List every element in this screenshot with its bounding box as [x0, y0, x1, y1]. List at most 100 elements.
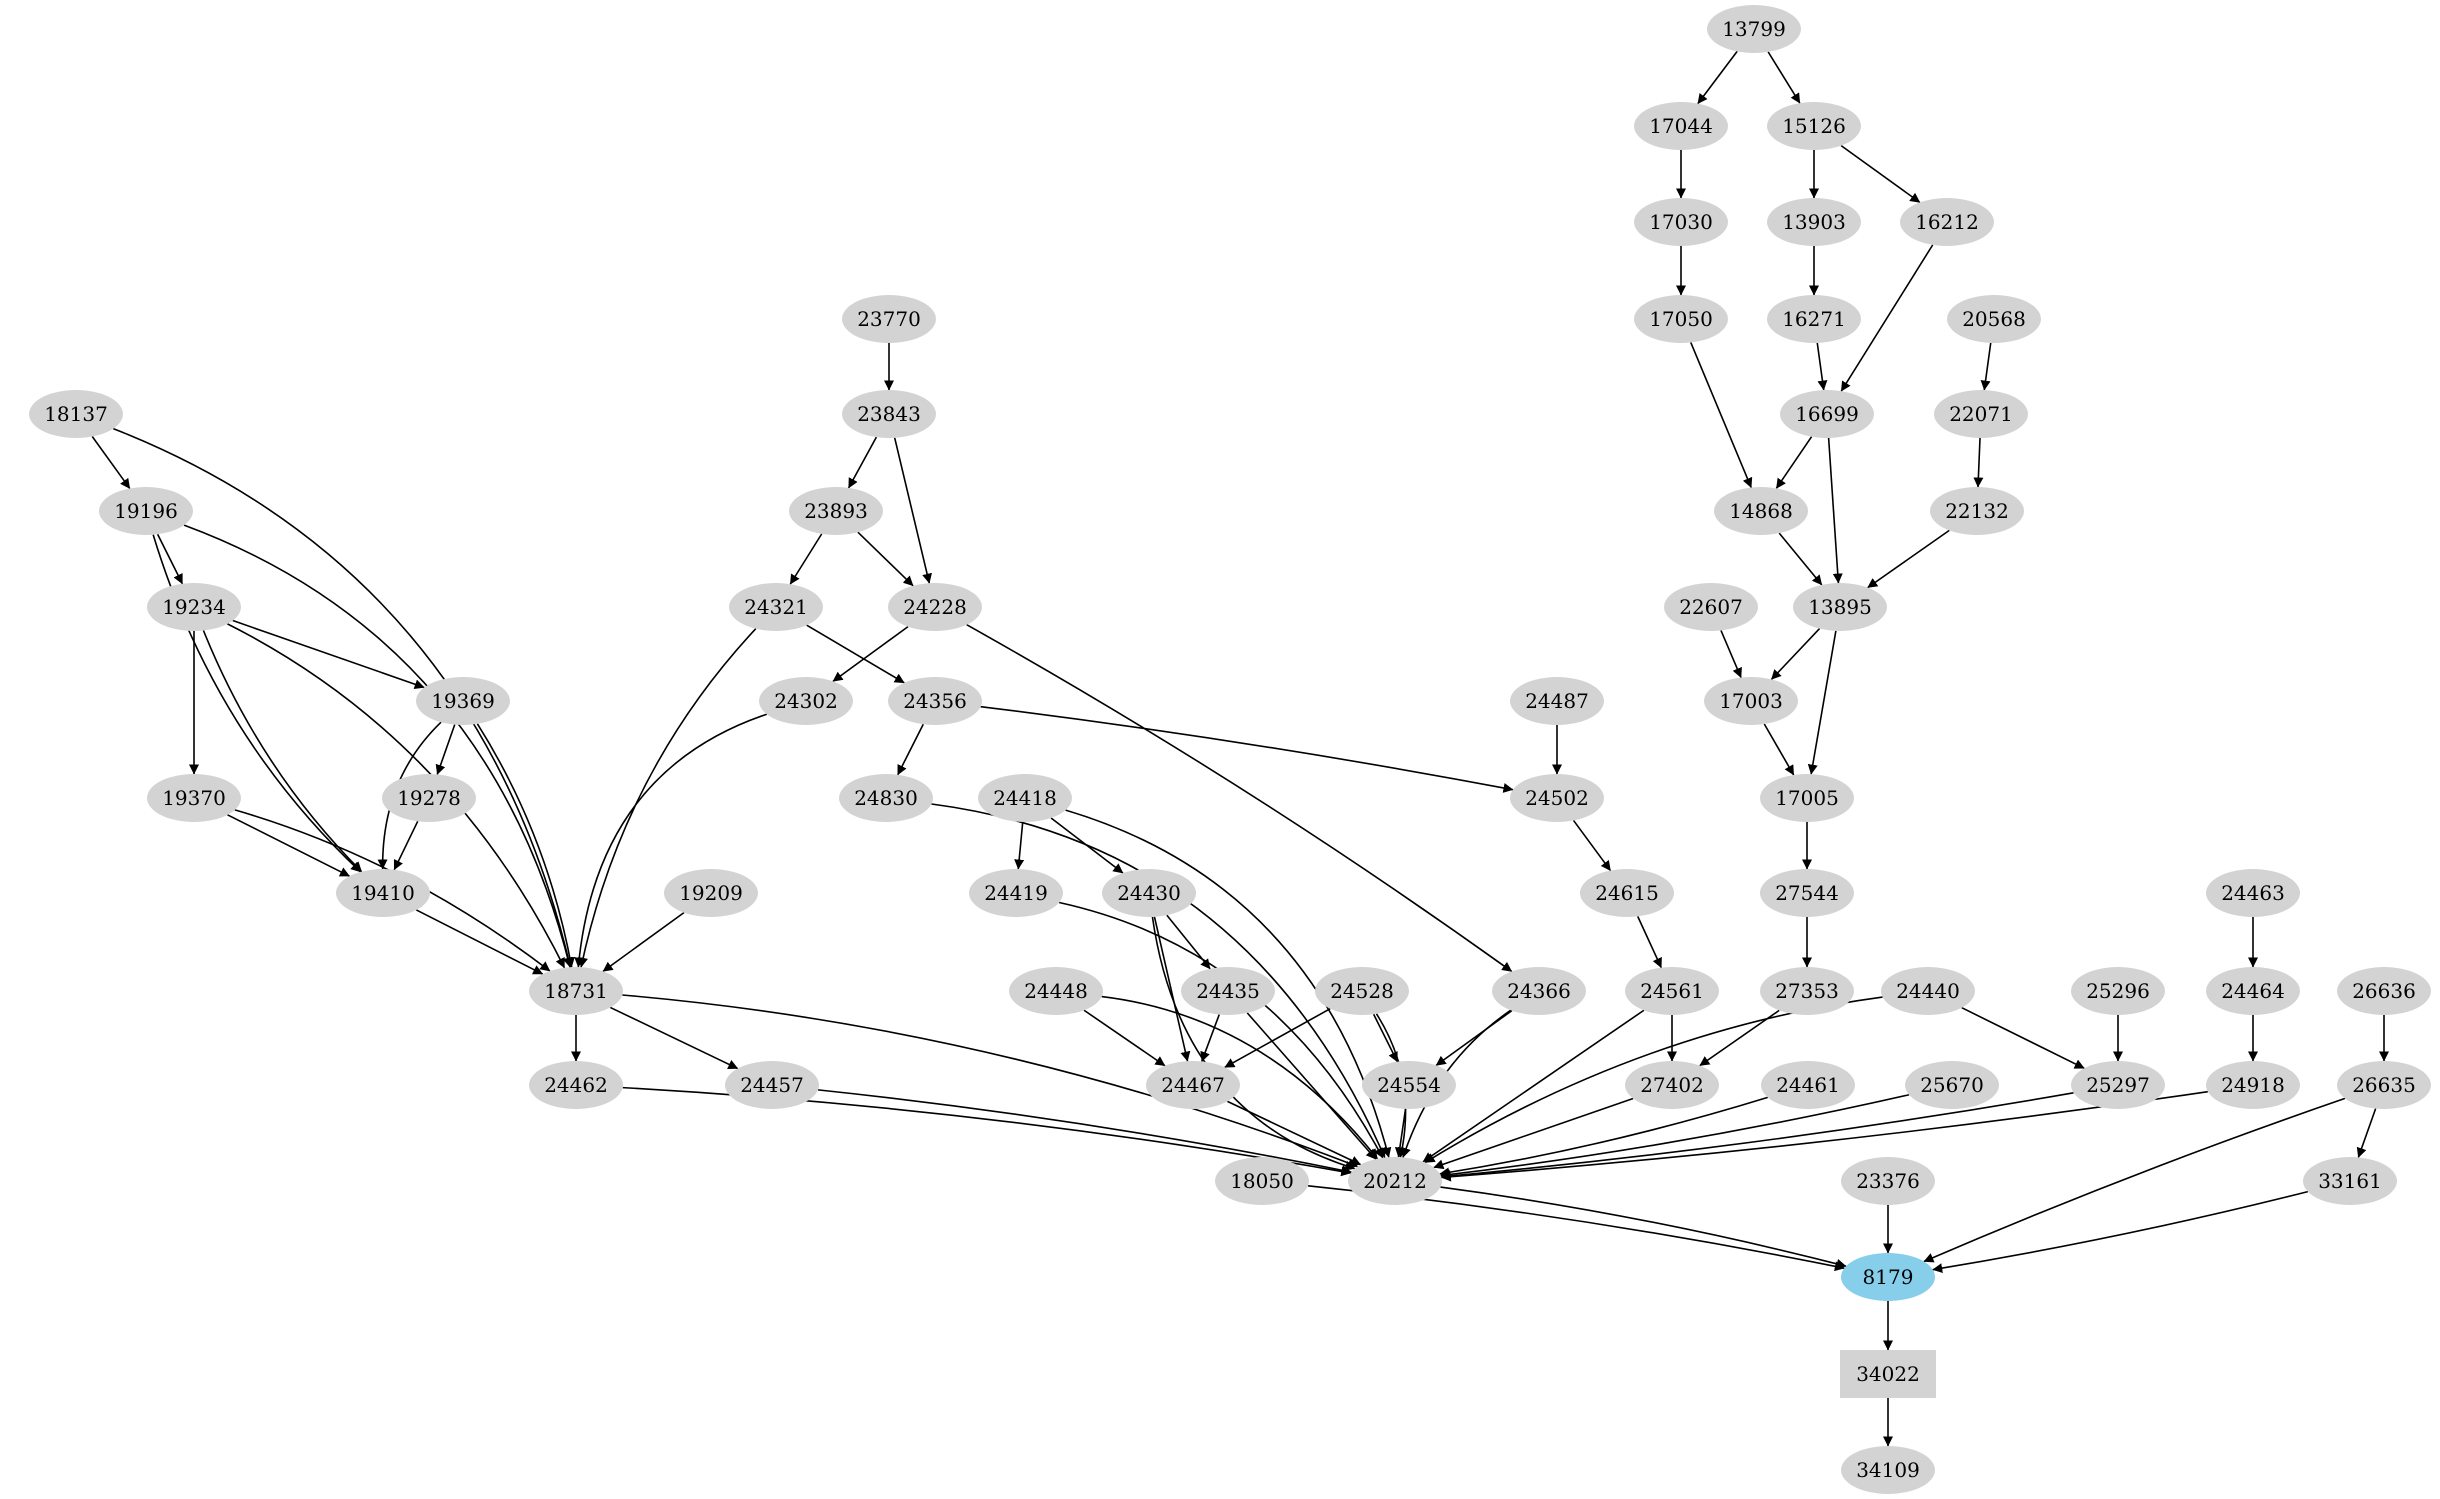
graph-node-15126[interactable]: 15126 — [1767, 102, 1861, 150]
graph-node-24448[interactable]: 24448 — [1009, 967, 1103, 1015]
graph-node-20568[interactable]: 20568 — [1947, 295, 2041, 343]
graph-node-25670[interactable]: 25670 — [1905, 1061, 1999, 1109]
graph-node-18731[interactable]: 18731 — [529, 967, 623, 1015]
graph-node-24430[interactable]: 24430 — [1102, 869, 1196, 917]
graph-node-24228[interactable]: 24228 — [888, 583, 982, 631]
node-shape — [1714, 487, 1808, 535]
graph-node-34109[interactable]: 34109 — [1841, 1446, 1935, 1494]
graph-node-8179[interactable]: 8179 — [1841, 1253, 1935, 1301]
graph-node-24528[interactable]: 24528 — [1315, 967, 1409, 1015]
graph-node-24462[interactable]: 24462 — [529, 1061, 623, 1109]
graph-node-24830[interactable]: 24830 — [839, 774, 933, 822]
graph-node-24467[interactable]: 24467 — [1146, 1061, 1240, 1109]
graph-node-18050[interactable]: 18050 — [1215, 1157, 1309, 1205]
node-label: 25296 — [2086, 979, 2150, 1003]
graph-node-27353[interactable]: 27353 — [1760, 967, 1854, 1015]
node-shape — [664, 869, 758, 917]
node-shape — [842, 390, 936, 438]
graph-node-19370[interactable]: 19370 — [147, 774, 241, 822]
edge-24528-to-24554 — [1372, 1013, 1399, 1063]
graph-node-23770[interactable]: 23770 — [842, 295, 936, 343]
nodes-layer: 13799 17044 15126 17030 13903 16212 23770 17050… — [29, 5, 2431, 1494]
graph-node-24502[interactable]: 24502 — [1510, 774, 1604, 822]
graph-node-19209[interactable]: 19209 — [664, 869, 758, 917]
node-label: 19234 — [162, 595, 226, 619]
node-shape — [336, 869, 430, 917]
graph-node-24366[interactable]: 24366 — [1492, 967, 1586, 1015]
graph-node-24461[interactable]: 24461 — [1761, 1061, 1855, 1109]
graph-node-25297[interactable]: 25297 — [2071, 1061, 2165, 1109]
graph-node-24464[interactable]: 24464 — [2206, 967, 2300, 1015]
graph-node-22071[interactable]: 22071 — [1934, 390, 2028, 438]
graph-node-24457[interactable]: 24457 — [725, 1061, 819, 1109]
graph-node-24561[interactable]: 24561 — [1625, 967, 1719, 1015]
node-label: 24918 — [2221, 1073, 2285, 1097]
graph-node-26636[interactable]: 26636 — [2337, 967, 2431, 1015]
graph-node-17003[interactable]: 17003 — [1704, 677, 1798, 725]
graph-node-24356[interactable]: 24356 — [888, 677, 982, 725]
graph-node-23843[interactable]: 23843 — [842, 390, 936, 438]
graph-node-23893[interactable]: 23893 — [789, 487, 883, 535]
graph-node-18137[interactable]: 18137 — [29, 390, 123, 438]
node-label: 24467 — [1161, 1073, 1225, 1097]
graph-node-26635[interactable]: 26635 — [2337, 1061, 2431, 1109]
node-shape — [1841, 1446, 1935, 1494]
graph-node-22607[interactable]: 22607 — [1664, 583, 1758, 631]
node-shape — [1664, 583, 1758, 631]
node-shape — [1761, 1061, 1855, 1109]
graph-node-20212[interactable]: 20212 — [1348, 1157, 1442, 1205]
graph-node-19278[interactable]: 19278 — [382, 774, 476, 822]
graph-node-24440[interactable]: 24440 — [1881, 967, 1975, 1015]
edge-16699-to-14868 — [1775, 436, 1813, 489]
graph-node-27544[interactable]: 27544 — [1760, 869, 1854, 917]
graph-node-24487[interactable]: 24487 — [1510, 677, 1604, 725]
graph-node-19410[interactable]: 19410 — [336, 869, 430, 917]
graph-node-24918[interactable]: 24918 — [2206, 1061, 2300, 1109]
graph-node-16699[interactable]: 16699 — [1780, 390, 1874, 438]
node-label: 20568 — [1962, 307, 2026, 331]
graph-node-24321[interactable]: 24321 — [729, 583, 823, 631]
edge-18731-to-24457 — [609, 1006, 739, 1070]
node-shape — [1780, 390, 1874, 438]
graph-node-23376[interactable]: 23376 — [1841, 1157, 1935, 1205]
node-shape — [1767, 102, 1861, 150]
graph-node-14868[interactable]: 14868 — [1714, 487, 1808, 535]
node-label: 17030 — [1649, 210, 1713, 234]
graph-node-13799[interactable]: 13799 — [1707, 5, 1801, 53]
graph-node-13903[interactable]: 13903 — [1767, 198, 1861, 246]
graph-node-19196[interactable]: 19196 — [99, 487, 193, 535]
node-label: 18731 — [544, 979, 608, 1003]
node-label: 8179 — [1863, 1265, 1914, 1289]
graph-node-16212[interactable]: 16212 — [1900, 198, 1994, 246]
node-label: 19196 — [114, 499, 178, 523]
graph-node-17044[interactable]: 17044 — [1634, 102, 1728, 150]
graph-node-24615[interactable]: 24615 — [1580, 869, 1674, 917]
node-shape — [1841, 1253, 1935, 1301]
graph-node-24554[interactable]: 24554 — [1362, 1061, 1456, 1109]
graph-node-17050[interactable]: 17050 — [1634, 295, 1728, 343]
graph-node-19234[interactable]: 19234 — [147, 583, 241, 631]
graph-node-25296[interactable]: 25296 — [2071, 967, 2165, 1015]
edge-24457-to-20212 — [817, 1089, 1352, 1176]
graph-node-34022[interactable]: 34022 — [1840, 1350, 1936, 1398]
node-shape — [1947, 295, 2041, 343]
graph-node-13895[interactable]: 13895 — [1793, 583, 1887, 631]
graph-node-22132[interactable]: 22132 — [1930, 487, 2024, 535]
graph-node-33161[interactable]: 33161 — [2303, 1157, 2397, 1205]
graph-node-19369[interactable]: 19369 — [416, 677, 510, 725]
graph-node-27402[interactable]: 27402 — [1625, 1061, 1719, 1109]
graph-node-24419[interactable]: 24419 — [969, 869, 1063, 917]
node-shape — [147, 583, 241, 631]
node-shape — [1510, 774, 1604, 822]
graph-node-24302[interactable]: 24302 — [759, 677, 853, 725]
edge-24356-to-24502 — [980, 705, 1514, 793]
graph-node-16271[interactable]: 16271 — [1767, 295, 1861, 343]
node-label: 24502 — [1525, 786, 1589, 810]
graph-node-17005[interactable]: 17005 — [1760, 774, 1854, 822]
edge-20212-to-8179 — [1440, 1186, 1847, 1269]
graph-node-17030[interactable]: 17030 — [1634, 198, 1728, 246]
graph-node-24463[interactable]: 24463 — [2206, 869, 2300, 917]
edge-24448-to-24467 — [1083, 1009, 1166, 1067]
graph-node-24435[interactable]: 24435 — [1181, 967, 1275, 1015]
graph-node-24418[interactable]: 24418 — [978, 774, 1072, 822]
